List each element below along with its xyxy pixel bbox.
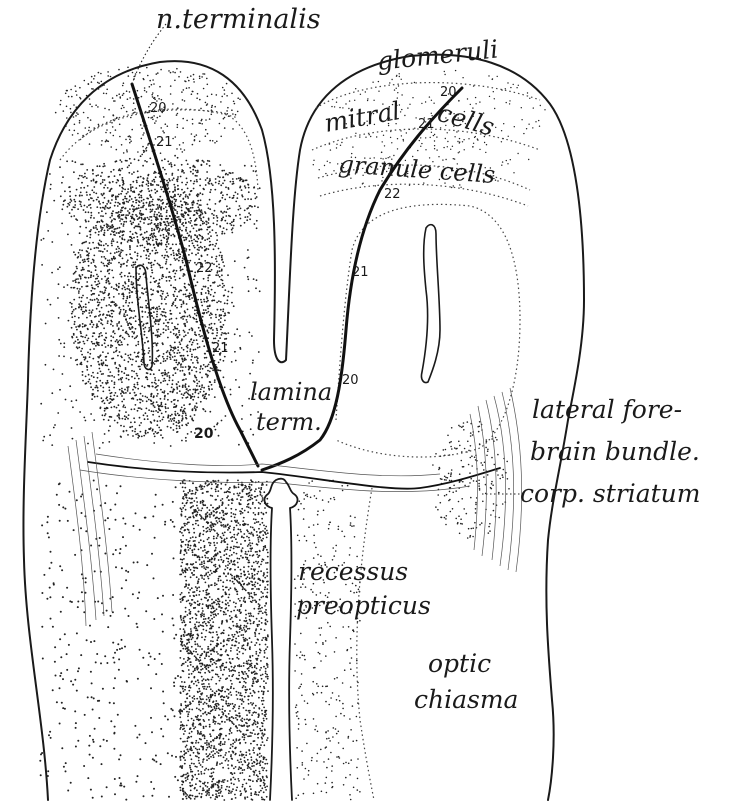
right-ventricle-slit bbox=[421, 225, 440, 383]
glomeruli-label: glomeruli bbox=[376, 34, 500, 76]
brain-bundle-label: brain bundle. bbox=[530, 437, 700, 466]
right-number-21-top: 21 bbox=[418, 117, 435, 132]
preopticus-label: preopticus bbox=[296, 591, 431, 620]
right-number-22: 22 bbox=[384, 187, 401, 202]
right-number-20-top: 20 bbox=[440, 85, 457, 100]
chiasma-boundary bbox=[357, 488, 374, 800]
left-number-20-low: 20 bbox=[194, 426, 214, 442]
lateral-forebrain-bundle bbox=[470, 388, 522, 572]
granule-cells-label: granule cells bbox=[338, 150, 496, 189]
left-number-21-low: 21 bbox=[212, 341, 229, 356]
recessus-preopticus-channel bbox=[265, 479, 298, 800]
granule-layer-lower bbox=[320, 184, 528, 206]
left-number-21-top: 21 bbox=[156, 135, 173, 150]
term-label: term. bbox=[256, 408, 322, 436]
mitral-cells-label: cells bbox=[434, 98, 497, 142]
recessus-label: recessus bbox=[298, 557, 408, 586]
n-terminalis-label: n.terminalis bbox=[156, 4, 321, 35]
right-number-20-low: 20 bbox=[342, 373, 359, 388]
left-fiber-striations bbox=[68, 432, 112, 626]
right-inner-boundary bbox=[336, 204, 520, 457]
optic-label: optic bbox=[428, 649, 491, 678]
lateral-fore-label: lateral fore- bbox=[532, 395, 682, 424]
chiasma-label: chiasma bbox=[414, 685, 518, 714]
left-number-20-top: 20 bbox=[150, 101, 167, 116]
corp-striatum-label: corp. striatum bbox=[520, 479, 700, 508]
left-number-22: 22 bbox=[196, 261, 213, 276]
right-number-21-mid: 21 bbox=[352, 265, 369, 280]
lamina-label: lamina bbox=[250, 378, 332, 406]
